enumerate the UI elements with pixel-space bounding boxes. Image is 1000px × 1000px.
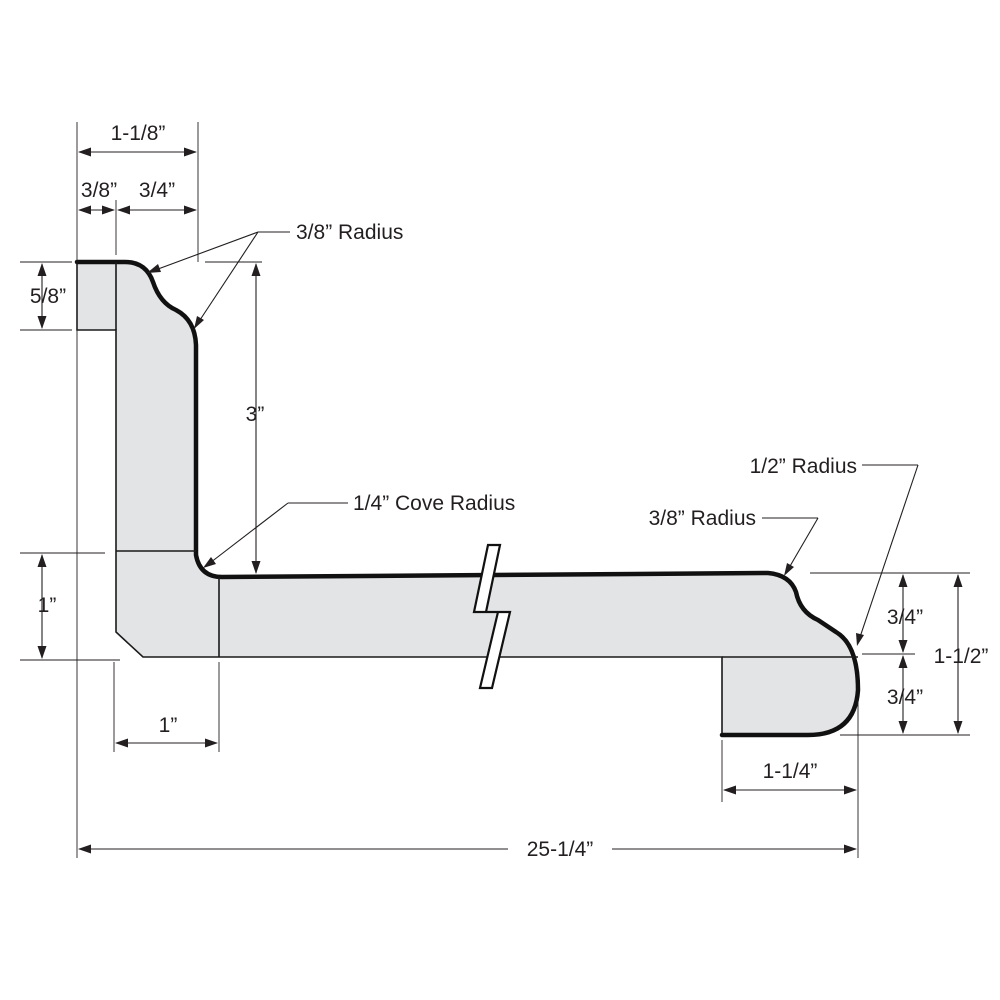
callout-top-radius: 3/8” Radius [296,221,403,244]
callout-nose-top-radius: 3/8” Radius [649,507,756,530]
label-corner-width: 1” [159,714,178,737]
label-lip-width: 3/8” [81,179,117,202]
label-wall-width: 3/4” [139,179,175,202]
extension-lines [20,122,970,858]
label-nose-total: 1-1/2” [934,645,989,668]
dimension-labels: 1-1/8” 3/8” 3/4” 5/8” 3” 1” 1” 3/4” 3/4”… [30,122,989,861]
callout-cove-radius: 1/4” Cove Radius [353,492,515,515]
dimension-lines [37,147,963,854]
profile-visible-edge [74,259,861,738]
label-overall-length: 25-1/4” [527,838,594,861]
label-nose-upper: 3/4” [887,606,923,629]
label-nose-width: 1-1/4” [763,760,818,783]
break-symbol [472,543,512,690]
callout-labels: 3/8” Radius 1/4” Cove Radius 3/8” Radius… [296,221,857,530]
label-overall-top-width: 1-1/8” [111,122,166,145]
profile-body [74,259,861,738]
callout-nose-radius: 1/2” Radius [750,455,857,478]
callout-leaders [147,231,919,646]
label-wall-height: 3” [246,403,265,426]
label-lip-height: 5/8” [30,285,66,308]
label-nose-lower: 3/4” [887,686,923,709]
label-base-height: 1” [38,594,57,617]
